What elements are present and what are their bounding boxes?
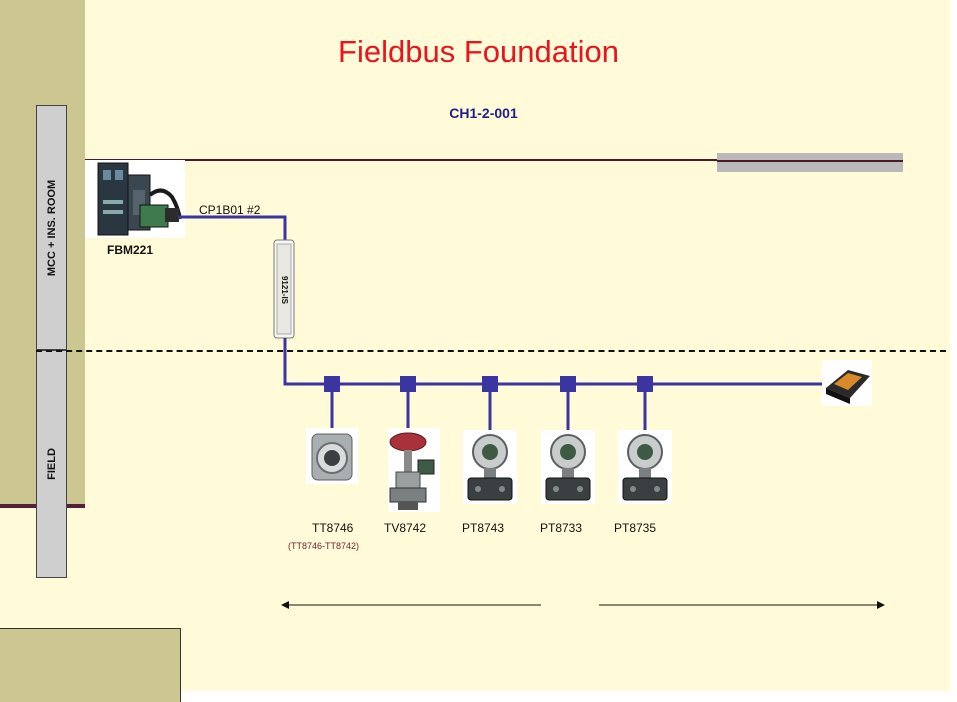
gray-bar-rule [717, 160, 903, 162]
segment-id: CH1-2-001 [449, 105, 518, 121]
barrier-label: 9121-IS [280, 276, 289, 305]
cable-label: CP1B01 #2 [199, 203, 261, 217]
device-note: (TT8746-TT8742) [288, 541, 360, 551]
temperature-transmitter-icon [306, 428, 358, 484]
page-title: Fieldbus Foundation [338, 34, 619, 69]
device-tag: PT8743 [462, 521, 505, 535]
junction-box [482, 376, 498, 392]
pressure-transmitter-icon [541, 430, 595, 504]
device-tag: TV8742 [384, 521, 427, 535]
pressure-transmitter-icon [463, 430, 517, 504]
fbm-label: FBM221 [107, 243, 154, 257]
top-divider [85, 159, 903, 161]
junction-box [637, 376, 653, 392]
control-valve-icon [388, 428, 440, 512]
junction-box [324, 376, 340, 392]
terminator-block-icon [822, 360, 872, 406]
fbm221-module-icon [85, 160, 185, 238]
bottom-left-panel [0, 628, 181, 702]
junction-box [400, 376, 416, 392]
slide-background [0, 0, 950, 691]
junction-box [560, 376, 576, 392]
device-tag: PT8733 [540, 521, 583, 535]
device-tag: TT8746 [312, 521, 354, 535]
zone-boundary-dashed-line [36, 350, 946, 352]
device-tag: PT8735 [614, 521, 657, 535]
spur-lines [330, 392, 647, 430]
barrier-9121-is-icon [273, 239, 295, 339]
pressure-transmitter-icon [618, 430, 672, 504]
gray-bar [717, 153, 903, 172]
spur-junctions [324, 376, 653, 392]
zone-tab-mcc: MCC + INS. ROOM [36, 105, 67, 350]
